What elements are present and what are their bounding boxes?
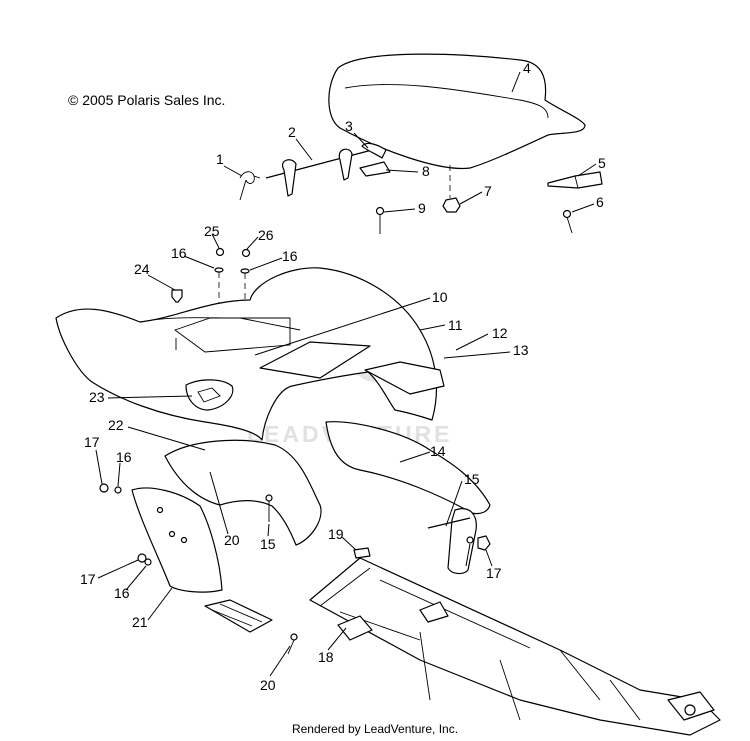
callout-19: 19: [328, 526, 344, 542]
seat-bumper: [442, 165, 461, 213]
rear-bracket: [427, 508, 477, 575]
callout-23: 23: [89, 389, 105, 405]
callout-12: 12: [492, 325, 508, 341]
callout-6: 6: [596, 194, 604, 210]
callout-26: 26: [258, 227, 274, 243]
callout-17-low: 17: [80, 571, 96, 587]
callout-11: 11: [448, 317, 463, 333]
fender-emblem: [185, 379, 234, 411]
callout-17-mid: 17: [84, 434, 100, 450]
latch-spring: [239, 171, 261, 201]
leader-lines: [95, 71, 597, 677]
callout-9: 9: [418, 200, 426, 216]
copyright-notice: © 2005 Polaris Sales Inc.: [68, 92, 226, 108]
bolt-6: [562, 209, 573, 234]
callout-4: 4: [523, 60, 531, 76]
render-credit: Rendered by LeadVenture, Inc.: [291, 722, 459, 736]
callout-16-low: 16: [114, 585, 130, 601]
latch-clip: [361, 142, 387, 159]
callout-25: 25: [204, 223, 220, 239]
callout-18: 18: [318, 649, 334, 665]
callout-8: 8: [422, 163, 430, 179]
side-panel: [325, 421, 491, 515]
rear-fender: [55, 267, 445, 441]
callout-16-mid: 16: [116, 449, 132, 465]
callout-10: 10: [432, 289, 448, 305]
callout-15-left: 15: [260, 536, 276, 552]
callout-1: 1: [216, 151, 224, 167]
seat-latch-bracket: [547, 171, 603, 189]
nut-washer-hardware: [99, 483, 491, 655]
callout-17-right: 17: [486, 565, 502, 581]
latch-plate: [359, 161, 391, 177]
callout-2: 2: [288, 124, 296, 140]
callout-21: 21: [132, 614, 148, 630]
callout-5: 5: [598, 155, 606, 171]
seat: [328, 53, 586, 170]
callout-20-low: 20: [260, 677, 276, 693]
callout-14: 14: [430, 443, 446, 459]
callout-13: 13: [513, 342, 529, 358]
callout-20-mid: 20: [224, 532, 240, 548]
callout-16-top-right: 16: [282, 248, 298, 264]
footrest: [204, 599, 273, 633]
mud-flap: [131, 487, 223, 593]
callout-24: 24: [134, 261, 150, 277]
callout-15-right: 15: [464, 471, 480, 487]
seat-latch-rod: [265, 148, 373, 197]
pivot-pin: [375, 206, 385, 234]
callout-22: 22: [108, 417, 124, 433]
callout-16-top-left: 16: [171, 245, 187, 261]
callout-7: 7: [484, 183, 492, 199]
callout-labels: 1 2 3 4 5 6 7 8 9 10 11 12 13 14 15 15 1…: [80, 60, 606, 693]
vehicle-frame: [309, 547, 721, 736]
callout-3: 3: [345, 118, 353, 134]
